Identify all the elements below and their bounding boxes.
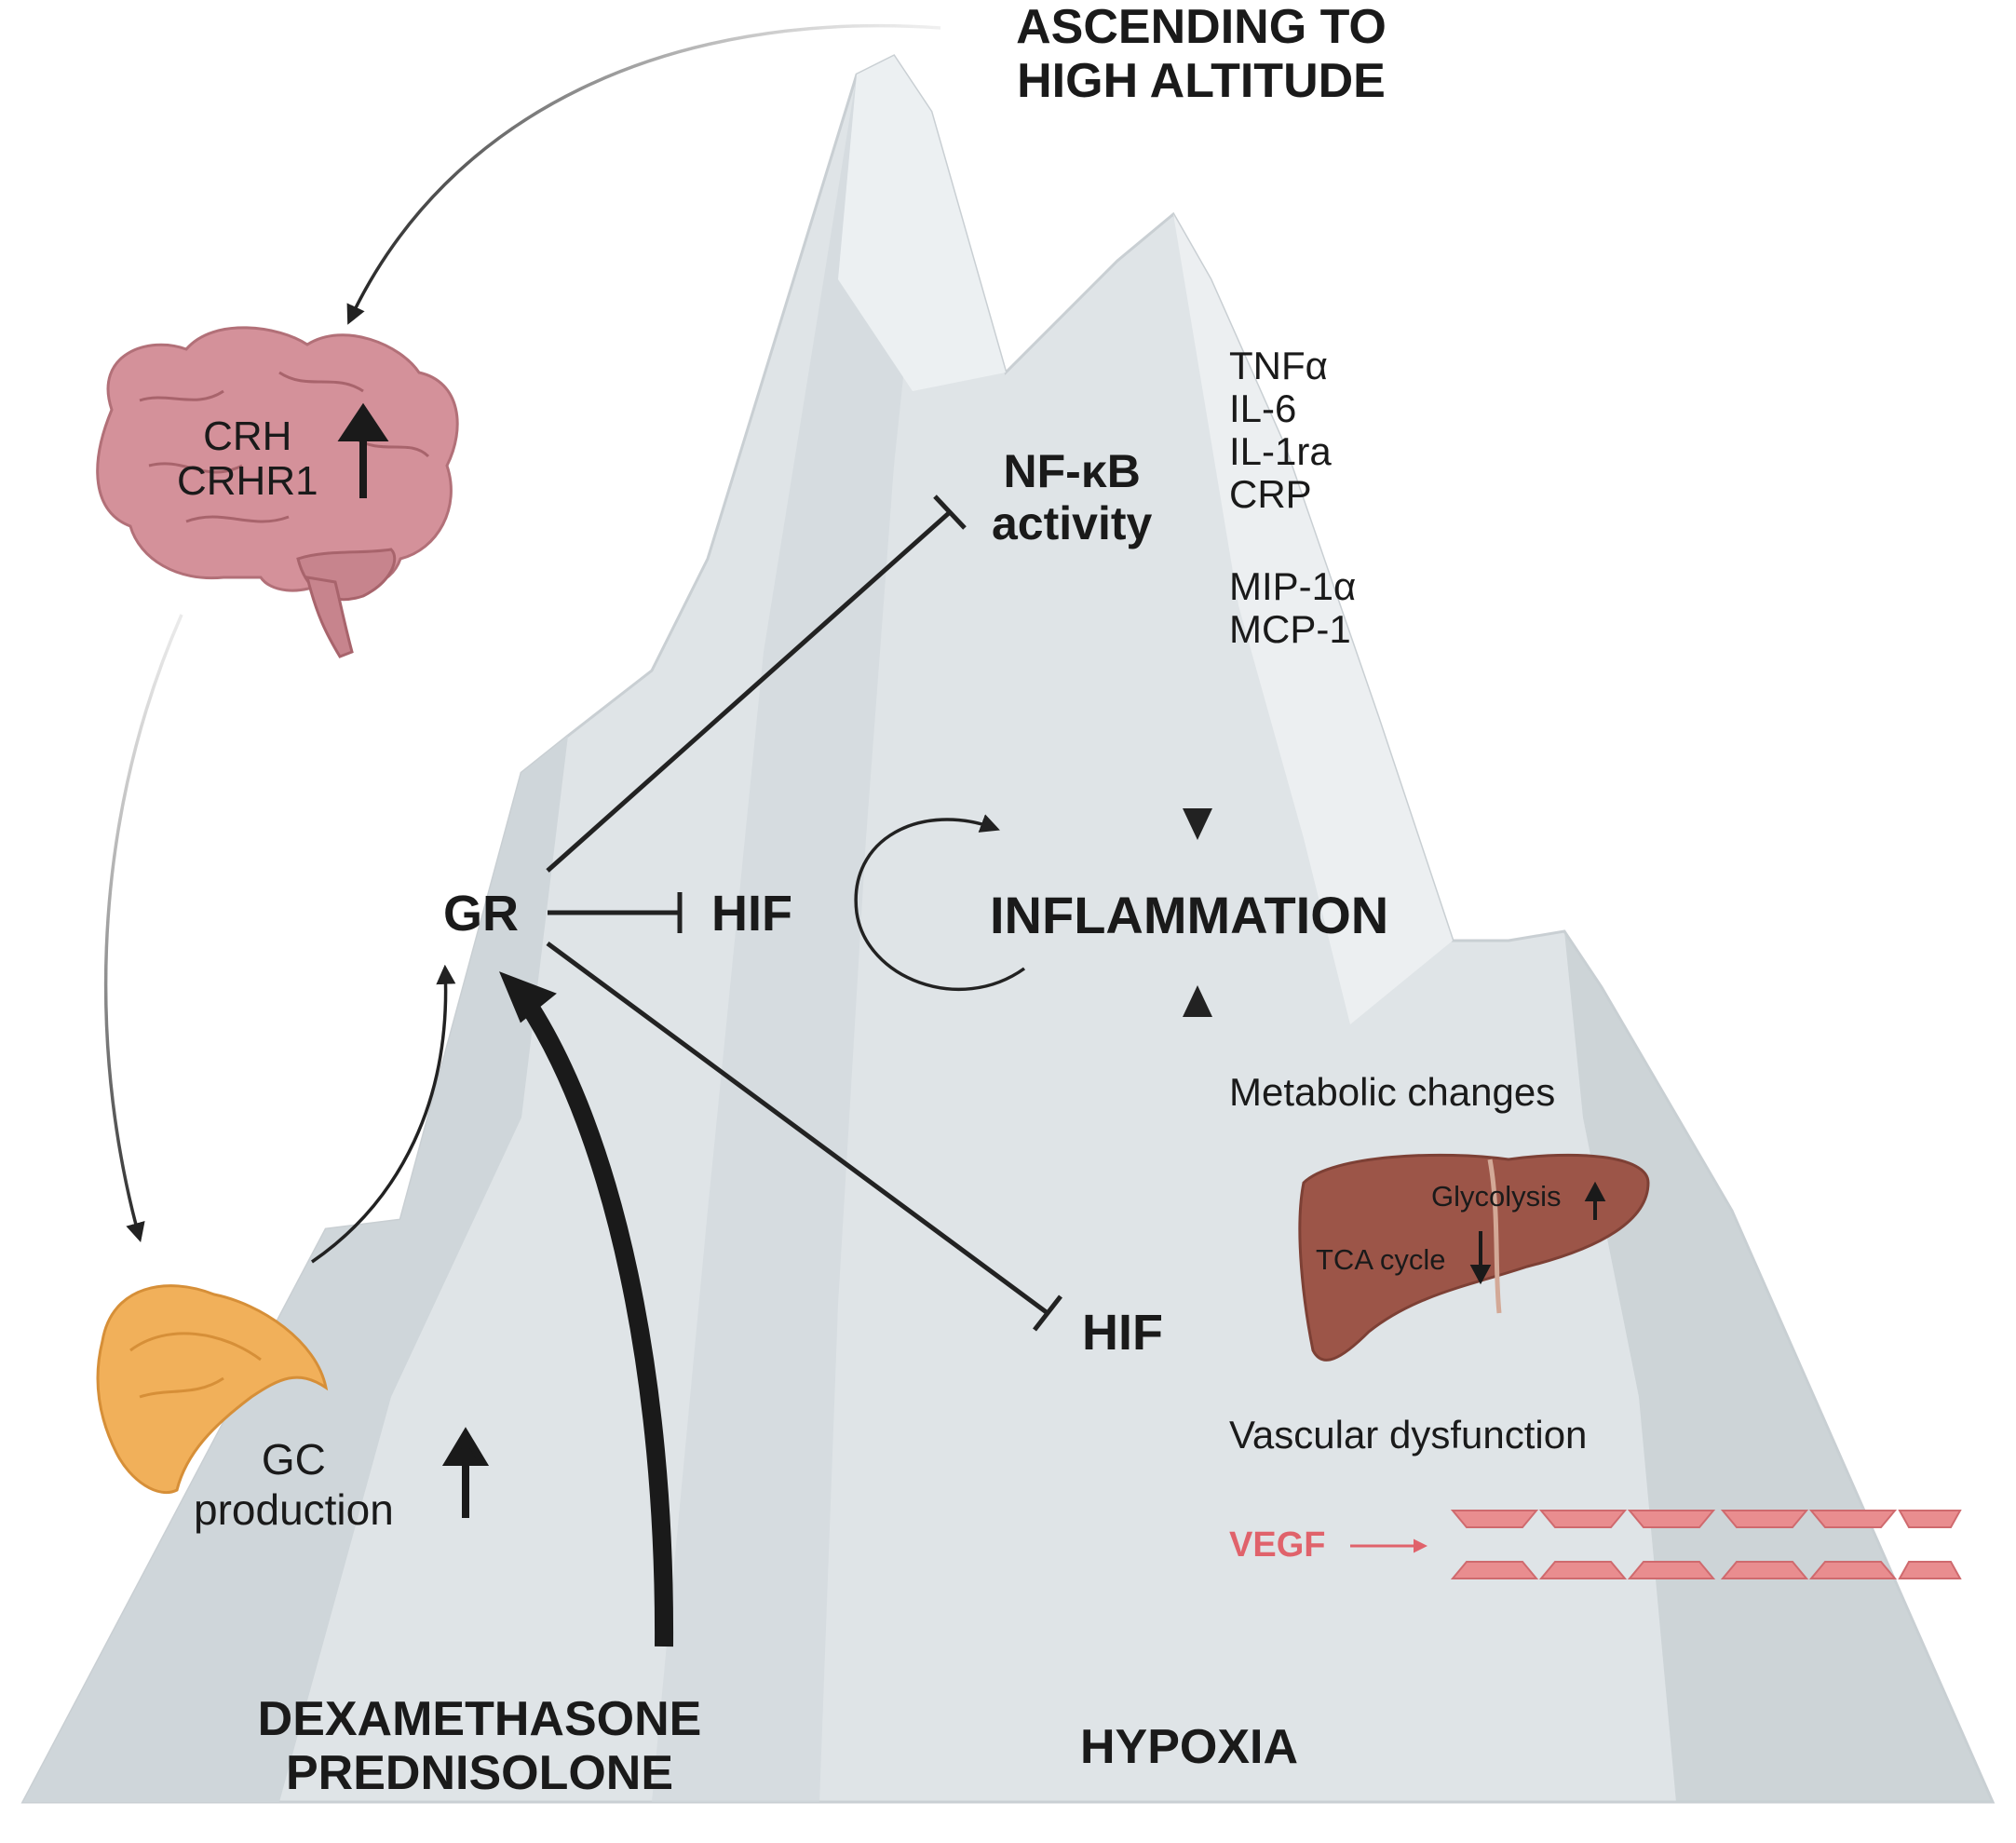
drug-line1: DEXAMETHASONE <box>257 1692 702 1746</box>
gc-line2: production <box>194 1485 394 1534</box>
adrenal-gland-icon <box>96 1284 329 1495</box>
mountain-range <box>20 54 1996 1804</box>
crhr1-label: CRHR1 <box>177 458 318 504</box>
crh-label: CRH <box>203 413 292 459</box>
gr-label: GR <box>443 886 519 942</box>
altitude-title-line2: HIGH ALTITUDE <box>1017 54 1386 108</box>
cytokine-item: IL-6 <box>1229 386 1297 430</box>
altitude-title-line1: ASCENDING TO <box>1016 0 1387 54</box>
nfkb-label: NF-κB activity <box>992 445 1152 549</box>
metabolic-changes-label: Metabolic changes <box>1229 1070 1556 1114</box>
gr-inhibits-hif-bottom-bar <box>1033 1294 1062 1332</box>
feedback-loop-arrow <box>854 814 1026 992</box>
gr-inhibits-hif-bottom-line <box>546 941 1049 1316</box>
drug-arrowhead <box>499 971 557 1023</box>
endothelial-cells <box>1450 1510 1962 1579</box>
gc-up-arrow <box>441 1427 490 1518</box>
hif-top-label: HIF <box>711 886 792 942</box>
mountain-shade-left <box>23 736 568 1802</box>
vegf-label: VEGF <box>1229 1525 1326 1565</box>
hif-bottom-label: HIF <box>1082 1305 1163 1361</box>
gr-inhibits-nfkb-line <box>546 510 952 873</box>
drug-to-gr-arrow <box>518 996 674 1647</box>
altitude-to-brain-arrow <box>346 23 941 325</box>
vascular-dysfunction-label: Vascular dysfunction <box>1229 1413 1588 1457</box>
glycolysis-up-arrow <box>1584 1181 1606 1220</box>
cytokine-item: TNFα <box>1229 344 1328 387</box>
brain-icon <box>96 326 459 658</box>
tca-cycle-label: TCA cycle <box>1316 1243 1446 1276</box>
liver-icon <box>1298 1153 1650 1362</box>
chemokine-item: MCP-1 <box>1229 607 1351 651</box>
chemokine-list: MIP-1α MCP-1 <box>1229 565 1356 651</box>
gr-inhibits-nfkb-bar <box>933 495 967 530</box>
inflammation-label: INFLAMMATION <box>990 886 1389 944</box>
brain-up-arrow <box>337 402 389 498</box>
brain-labels: CRH CRHR1 <box>177 414 318 504</box>
mountain-shade-bottom-right <box>1564 931 1993 1802</box>
adrenal-to-gr-arrow <box>311 964 456 1264</box>
gc-line1: GC <box>261 1435 326 1484</box>
tca-down-arrow <box>1469 1231 1492 1285</box>
nfkb-line1: NF-κB <box>1003 445 1141 497</box>
chemokine-item: MIP-1α <box>1229 564 1357 608</box>
altitude-arrowhead <box>1183 808 1212 840</box>
drug-label: DEXAMETHASONE PREDNISOLONE <box>233 1692 726 1800</box>
mountain-shade-right <box>1173 214 1453 1024</box>
hypoxia-arrowhead <box>1183 985 1212 1017</box>
mountain-shade-center <box>652 56 931 1802</box>
brain-to-adrenal-arrow <box>103 614 183 1243</box>
gc-production-label: GC production <box>194 1434 394 1535</box>
drug-line2: PREDNISOLONE <box>285 1746 674 1800</box>
altitude-title: ASCENDING TO HIGH ALTITUDE <box>996 0 1406 108</box>
cytokine-list: TNFα IL-6 IL-1ra CRP <box>1229 345 1332 516</box>
hypoxia-label: HYPOXIA <box>1080 1720 1299 1774</box>
glycolysis-label: Glycolysis <box>1431 1180 1562 1213</box>
nfkb-line2: activity <box>992 497 1153 549</box>
mountain-highlight-top <box>838 56 1006 391</box>
cytokine-item: CRP <box>1229 472 1312 516</box>
cytokine-item: IL-1ra <box>1229 429 1332 473</box>
